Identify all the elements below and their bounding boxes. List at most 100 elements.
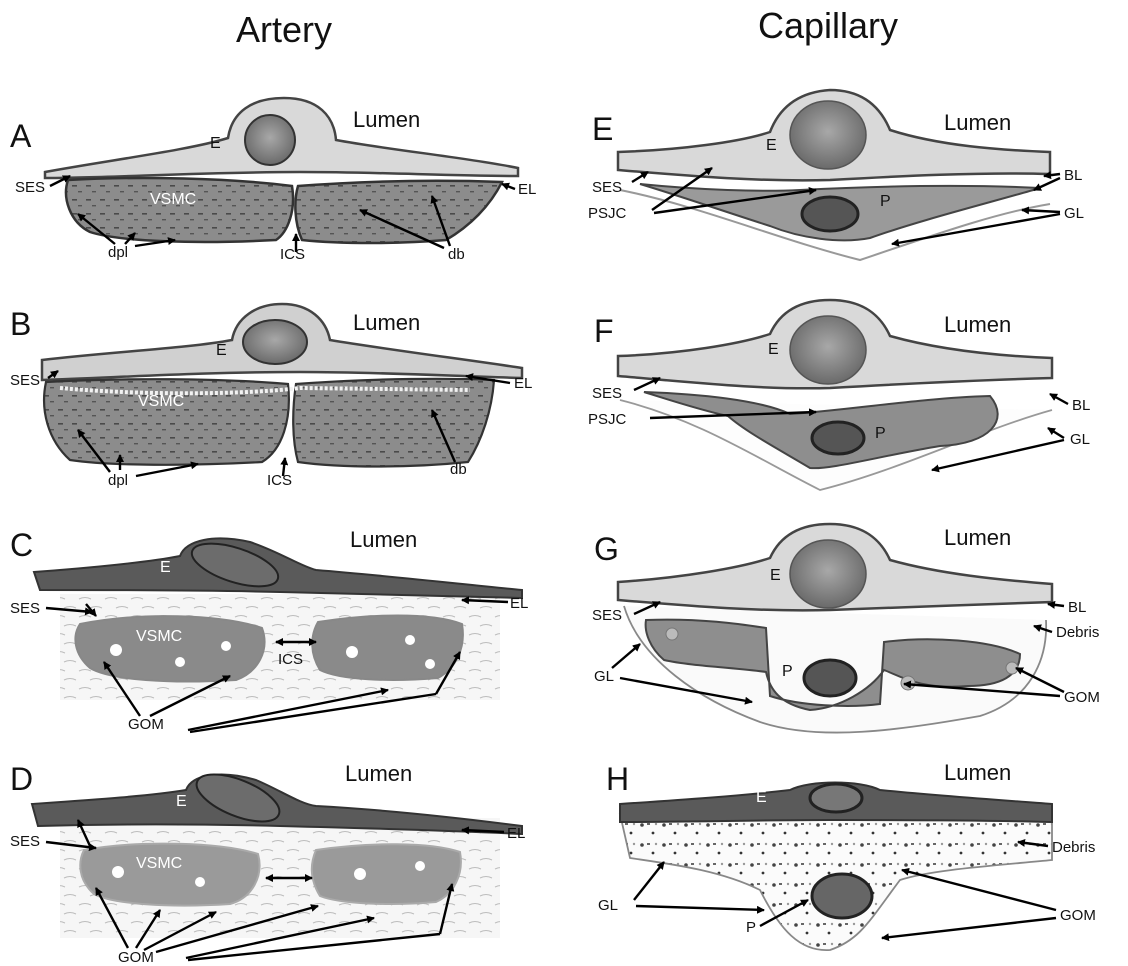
vacuole xyxy=(415,861,425,871)
el-label: EL xyxy=(510,595,528,612)
endothelial-nucleus xyxy=(790,316,866,384)
gom-arrow xyxy=(902,870,1056,910)
vsmc-label: VSMC xyxy=(136,628,182,645)
gom-arrow xyxy=(882,918,1056,938)
endothelium-label: E xyxy=(768,341,779,358)
endothelium-label: E xyxy=(160,559,171,576)
ses-arrow xyxy=(634,378,660,390)
gl-arrow xyxy=(636,906,764,910)
pericyte-nucleus xyxy=(804,660,856,696)
ses-label: SES xyxy=(592,385,622,402)
vsmc-label: VSMC xyxy=(150,191,196,208)
bl-label: BL xyxy=(1072,397,1090,414)
vacuole xyxy=(195,877,205,887)
endothelial-nucleus xyxy=(790,101,866,169)
endothelium-label: E xyxy=(756,789,767,806)
endothelium-label: E xyxy=(210,135,221,152)
endothelial-nucleus xyxy=(245,115,295,165)
vacuole xyxy=(425,659,435,669)
endothelium-label: E xyxy=(216,342,227,359)
gl-arrow xyxy=(1022,210,1060,212)
ics-label: ICS xyxy=(280,246,305,263)
pericyte-label: P xyxy=(746,919,756,936)
column-title-artery: Artery xyxy=(236,9,332,50)
lumen-label: Lumen xyxy=(345,761,412,786)
pericyte-nucleus xyxy=(812,422,864,454)
gom-deposit xyxy=(666,628,678,640)
el-label: EL xyxy=(507,825,525,842)
lumen-label: Lumen xyxy=(944,110,1011,135)
endothelium-label: E xyxy=(176,793,187,810)
bl-arrow xyxy=(1034,178,1060,190)
panel-f: F Lumen E P SES PSJC BL GL xyxy=(588,300,1090,490)
gom-label: GOM xyxy=(118,949,154,966)
pericyte-label: P xyxy=(782,663,793,680)
lumen-label: Lumen xyxy=(353,107,420,132)
vsmc-left xyxy=(75,616,264,681)
panel-letter: C xyxy=(10,527,33,563)
endothelium-label: E xyxy=(766,137,777,154)
gl-label: GL xyxy=(598,897,618,914)
vacuole xyxy=(405,635,415,645)
pericyte-label: P xyxy=(880,193,891,210)
gl-arrow xyxy=(612,644,640,668)
vsmc-right xyxy=(312,616,463,680)
bl-label: BL xyxy=(1064,167,1082,184)
el-arrow xyxy=(502,184,515,189)
dpl-label: dpl xyxy=(108,244,128,261)
endothelial-nucleus xyxy=(790,540,866,608)
ics-label: ICS xyxy=(278,651,303,668)
vsmc-left xyxy=(80,844,259,906)
panel-b: B Lumen E VSMC SES EL dpl ICS db xyxy=(10,304,532,489)
vsmc-right xyxy=(295,181,502,243)
gom-label: GOM xyxy=(1064,689,1100,706)
vacuole xyxy=(110,644,122,656)
panel-c: C Lumen E VSMC SES EL ICS GOM xyxy=(10,527,528,733)
psjc-label: PSJC xyxy=(588,205,627,222)
debris-label: Debris xyxy=(1052,839,1095,856)
panel-g: G Lumen E P SES BL Debris GL GOM xyxy=(592,524,1100,733)
bl-label: BL xyxy=(1068,599,1086,616)
pericyte-nucleus xyxy=(802,197,858,231)
endothelial-cell xyxy=(34,538,522,598)
panel-e: E Lumen E P SES PSJC BL GL xyxy=(588,90,1084,260)
gl-arrow xyxy=(1048,428,1064,438)
ses-label: SES xyxy=(592,607,622,624)
ses-label: SES xyxy=(10,833,40,850)
panel-letter: G xyxy=(594,531,619,567)
lumen-label: Lumen xyxy=(353,310,420,335)
ses-label: SES xyxy=(15,179,45,196)
gl-label: GL xyxy=(594,668,614,685)
vacuole xyxy=(354,868,366,880)
vsmc-label: VSMC xyxy=(136,855,182,872)
ses-label: SES xyxy=(10,372,40,389)
debris-label: Debris xyxy=(1056,624,1099,641)
gl-label: GL xyxy=(1070,431,1090,448)
gl-arrow xyxy=(634,862,664,900)
ses-arrow xyxy=(632,172,648,182)
endothelial-nucleus xyxy=(243,320,307,364)
panel-letter: F xyxy=(594,313,614,349)
vacuole xyxy=(175,657,185,667)
panel-letter: E xyxy=(592,111,613,147)
pericyte-nucleus xyxy=(812,874,872,918)
endothelial-nucleus xyxy=(810,784,862,812)
bl-arrow xyxy=(1048,604,1064,606)
panel-letter: A xyxy=(10,118,32,154)
ses-label: SES xyxy=(592,179,622,196)
vacuole xyxy=(112,866,124,878)
panel-h: H Lumen E Debris GL P GOM xyxy=(598,760,1096,950)
el-label: EL xyxy=(518,181,536,198)
el-label: EL xyxy=(514,375,532,392)
column-title-capillary: Capillary xyxy=(758,5,898,46)
gom-label: GOM xyxy=(128,716,164,733)
vsmc-label: VSMC xyxy=(138,393,184,410)
vacuole xyxy=(346,646,358,658)
dpl-label: dpl xyxy=(108,472,128,489)
lumen-label: Lumen xyxy=(350,527,417,552)
ics-label: ICS xyxy=(267,472,292,489)
panel-d: D Lumen E VSMC SES EL GOM xyxy=(10,761,525,966)
bl-arrow xyxy=(1050,394,1068,404)
